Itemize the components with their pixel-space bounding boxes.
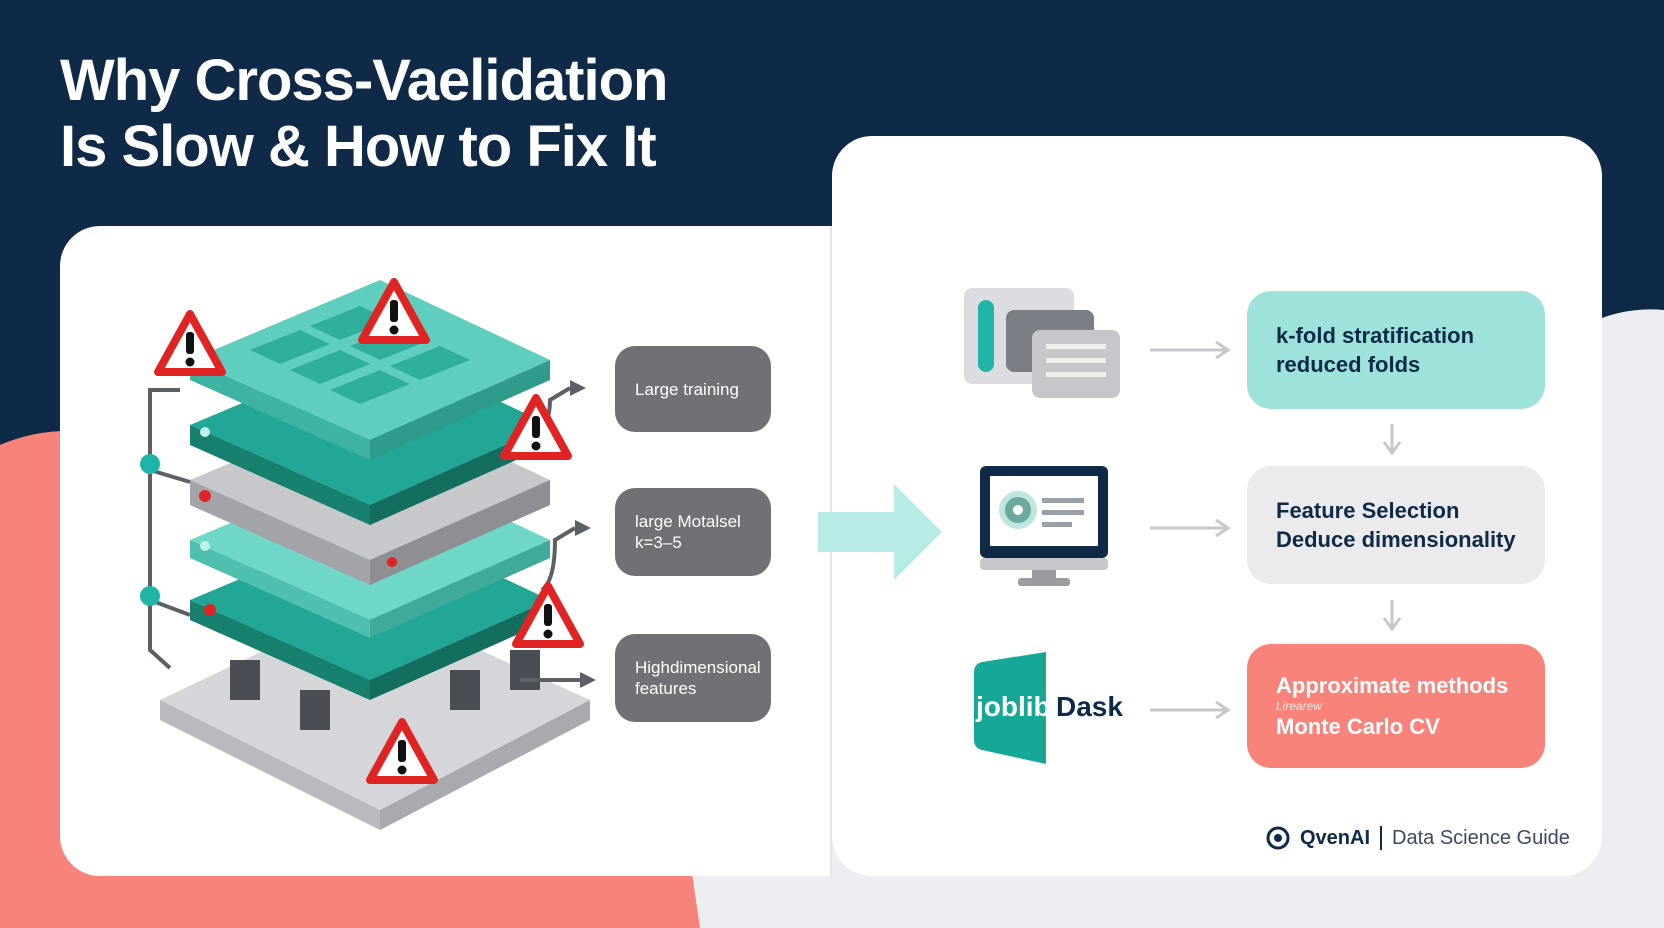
solution-step-kfold: k-fold stratification reduced folds [1247,291,1545,409]
step-line: k-fold stratification [1276,323,1475,348]
arrow-right-icon [1150,340,1231,360]
problem-label: large Motalsel [635,512,741,531]
brand-logo-icon [1266,826,1290,850]
problem-pill-large-training: Large training [615,346,771,432]
brand-separator [1380,826,1383,850]
step-line: reduced folds [1276,352,1421,377]
solution-step-feature-selection: Feature Selection Deduce dimensionality [1247,466,1545,584]
library-joblib: joblib [976,691,1051,722]
brand-name: QvenAI [1300,826,1371,849]
title-line-1: Why Cross-Vaelidation [60,48,668,113]
problem-pill-large-dataset: large Motalsel k=3–5 [615,488,771,576]
step-line: Monte Carlo CV [1276,714,1440,739]
step-line: Deduce dimensionality [1276,527,1516,552]
page-title: Why Cross-Vaelidation Is Slow & How to F… [60,48,668,180]
arrow-down-icon [1382,424,1402,456]
server-stack-illustration [140,280,596,830]
monitor-icon [980,466,1108,586]
title-line-2: Is Slow & How to Fix It [60,114,657,179]
problem-pill-high-dimensional: Highdimensional features [615,634,771,722]
problem-label: Large training [635,379,739,399]
warning-icon [366,718,438,784]
problem-label: k=3–5 [635,533,682,552]
step-line: Feature Selection [1276,498,1460,523]
warning-icon [512,582,584,648]
warning-icon [358,278,430,344]
step-subline: Lirearew [1276,699,1323,713]
brand-guide: Data Science Guide [1392,826,1570,849]
problem-label: features [635,679,697,698]
warning-icon [500,394,572,460]
brand-footer: QvenAI Data Science Guide [1266,826,1570,850]
joblib-logo-icon [974,652,1046,764]
arrow-right-icon [1150,700,1231,720]
problem-label: Highdimensional [635,658,761,677]
step-line: Approximate methods [1276,673,1509,698]
warning-icon [154,310,226,376]
arrow-right-icon [1150,518,1231,538]
solution-step-approximate: Approximate methods Lirearew Monte Carlo… [1247,644,1545,768]
big-arrow-right-icon [818,484,942,580]
library-dask: Dask [1056,691,1123,722]
arrow-down-icon [1382,600,1402,632]
document-stack-icon [964,288,1120,398]
